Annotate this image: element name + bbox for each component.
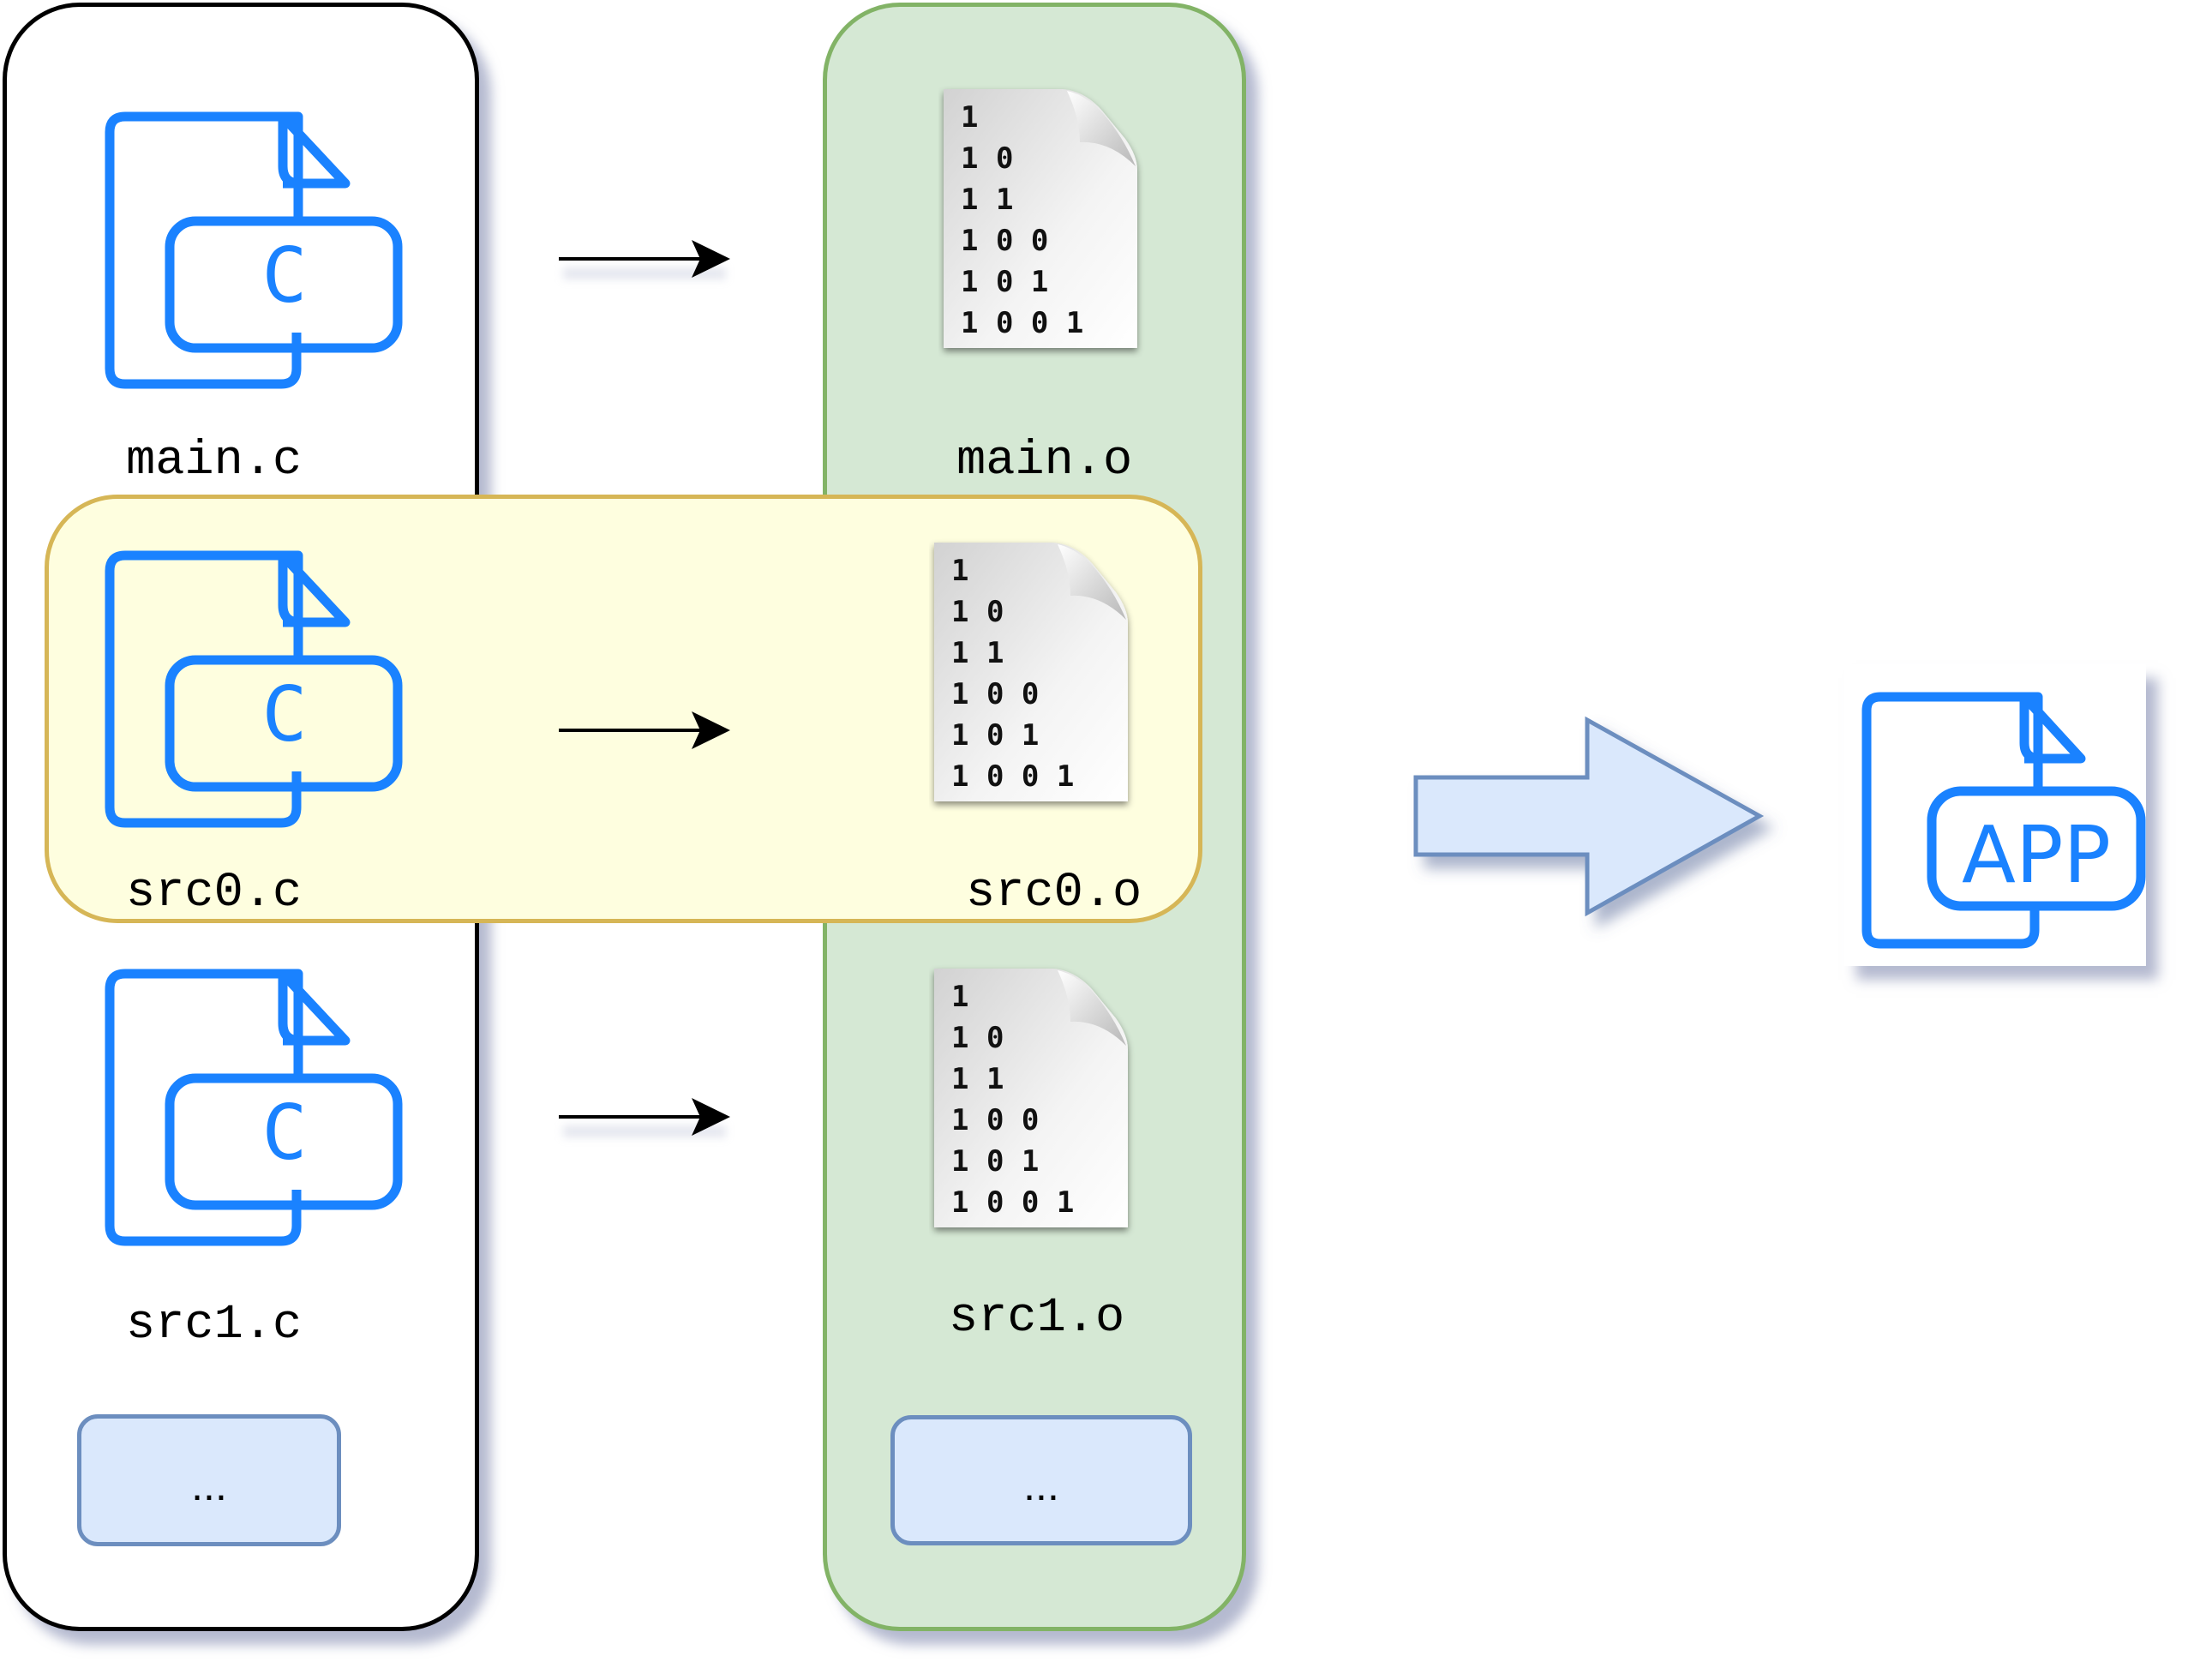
svg-text:1 0: 1 0 [951,595,1004,629]
more-objects-box: ... [890,1415,1192,1545]
binary-object-file-icon: 1 1 0 1 1 1 0 0 1 0 1 1 0 0 1 [944,89,1137,348]
more-objects-label: ... [1023,1461,1059,1509]
svg-text:1 0 1: 1 0 1 [951,718,1039,753]
c-source-file-icon: C [105,111,403,389]
svg-text:1: 1 [951,554,968,588]
svg-text:1 0: 1 0 [961,141,1013,176]
binary-object-file-icon: 1 1 0 1 1 1 0 0 1 0 1 1 0 0 1 [934,969,1128,1227]
svg-text:1 0 0: 1 0 0 [951,1103,1039,1137]
svg-text:1 0 1: 1 0 1 [961,265,1048,299]
svg-text:1: 1 [951,980,968,1014]
compile-arrow-src0 [559,711,730,749]
more-sources-box: ... [77,1414,341,1546]
svg-text:1: 1 [961,100,978,135]
svg-text:1 1: 1 1 [951,1062,1004,1096]
source-file-label-src1-c: src1.c [126,1298,303,1353]
more-sources-label: ... [191,1461,227,1509]
svg-text:1 0 0: 1 0 0 [951,677,1039,711]
compile-arrow-main [559,240,730,279]
svg-text:C: C [262,1089,308,1177]
object-file-label-src0-o: src0.o [966,866,1142,921]
svg-text:C: C [262,231,308,320]
svg-text:1 0 0: 1 0 0 [961,224,1048,258]
link-arrow-icon [1413,716,1765,917]
svg-text:1 0 1: 1 0 1 [951,1144,1039,1179]
compile-arrow-src1 [559,1098,730,1137]
svg-text:1 1: 1 1 [961,183,1013,217]
source-file-label-src0-c: src0.c [126,866,303,921]
svg-text:1 0: 1 0 [951,1021,1004,1055]
c-source-file-icon: C [105,969,403,1246]
svg-text:1 0 0 1: 1 0 0 1 [961,306,1083,340]
c-source-file-icon: C [105,550,403,828]
binary-object-file-icon: 1 1 0 1 1 1 0 0 1 0 1 1 0 0 1 [934,543,1128,801]
source-file-label-main-c: main.c [126,434,303,489]
svg-text:1 0 0 1: 1 0 0 1 [951,759,1074,794]
svg-text:APP: APP [1962,809,2111,901]
svg-text:1 1: 1 1 [951,636,1004,670]
object-file-label-src1-o: src1.o [949,1291,1125,1346]
svg-text:C: C [262,670,308,759]
app-output: APP [1844,664,2146,966]
svg-text:1 0 0 1: 1 0 0 1 [951,1185,1074,1220]
app-file-icon: APP [1861,692,2146,949]
object-file-label-main-o: main.o [956,434,1133,489]
